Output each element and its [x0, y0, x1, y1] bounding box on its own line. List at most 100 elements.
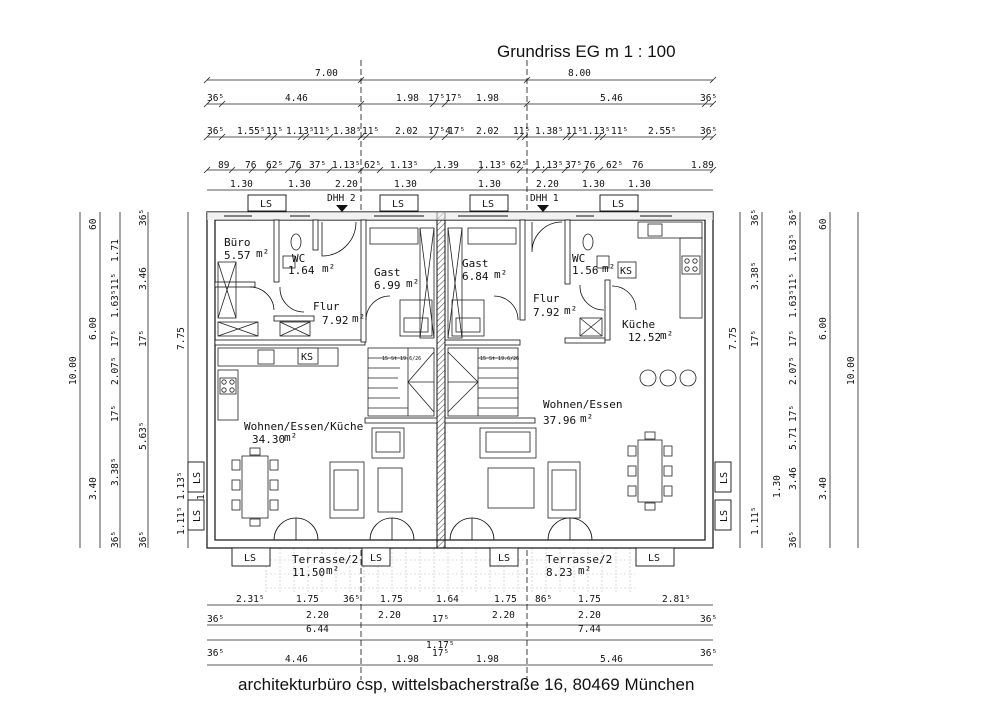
- dim-row2-1: 4.46: [285, 93, 308, 104]
- dim-row3-2: 11⁵: [266, 126, 283, 137]
- armchair: [547, 461, 581, 519]
- dimension-tick: [599, 133, 607, 141]
- dim-row4-14: 62⁵: [606, 160, 623, 171]
- entrance-dhh2: DHH 2: [327, 193, 356, 204]
- dimension-tick: [429, 166, 437, 174]
- dim-row3-1: 1.55⁵: [237, 126, 266, 137]
- dim-open-3: 1.30: [394, 179, 417, 190]
- room-unit: m²: [494, 268, 507, 281]
- dim-row4-5: 1.13⁵: [332, 160, 361, 171]
- dim-b4-extra: 1.17⁵: [426, 640, 455, 651]
- dim-row4-3: 76: [290, 160, 302, 171]
- dimension-tick: [218, 100, 226, 108]
- sofa: [479, 427, 537, 459]
- dim-top-row1-1: 8.00: [568, 68, 591, 79]
- dim-left-inner-0: 3.46: [138, 267, 149, 290]
- dim-left-detail-4: 17⁵: [110, 330, 121, 347]
- dim-left-mid-1: 3.40: [88, 477, 99, 500]
- dim-left-window-1: 7.75: [176, 327, 187, 350]
- room-area: 7.92: [322, 314, 349, 327]
- dimension-tick: [541, 166, 549, 174]
- dim-open-2: 2.20: [335, 179, 358, 190]
- room-area: 34.30: [252, 433, 285, 446]
- dim-b1-2: 36⁵: [343, 594, 360, 605]
- fixture-labels: KS KS 15 St 19.6/26 15 St 19.6/26: [297, 261, 637, 365]
- room-name: WC: [292, 252, 305, 265]
- dim-row4-13: 76: [584, 160, 596, 171]
- dim-row3-7: 2.02: [395, 126, 418, 137]
- dim-b4-0: 36⁵: [207, 648, 224, 659]
- dim-b2-6: 36⁵: [700, 614, 717, 625]
- room-unit: m²: [660, 329, 673, 342]
- dim-row4-11: 1.13⁵: [535, 160, 564, 171]
- dimension-tick: [203, 100, 211, 108]
- dimension-tick: [326, 166, 334, 174]
- ks-label: KS: [620, 266, 632, 277]
- dim-b2-2: 2.20: [378, 610, 401, 621]
- ls-label: LS: [498, 553, 510, 564]
- dim-row4-4: 37⁵: [309, 160, 326, 171]
- entrance-dhh1: DHH 1: [530, 193, 559, 204]
- room-name: WC: [572, 252, 585, 265]
- terrace-area: [265, 548, 635, 594]
- dim-row4-15: 76: [632, 160, 644, 171]
- dim-right-detail-1: 3.38⁵: [750, 261, 761, 290]
- dimension-tick: [701, 133, 709, 141]
- dim-row4-7: 1.13⁵: [390, 160, 419, 171]
- stair-treads-right: [447, 348, 518, 416]
- room-area: 1.56: [572, 264, 599, 277]
- dim-open-4: 1.30: [478, 179, 501, 190]
- ls-label: LS: [482, 199, 494, 210]
- dimension-tick: [516, 166, 524, 174]
- dimension-tick: [523, 100, 531, 108]
- dim-left-detail-2: 11⁵: [110, 273, 121, 290]
- dim-right-window-0: 7.75: [728, 327, 739, 350]
- room-unit: m²: [326, 564, 339, 577]
- axis-lines: [360, 60, 528, 680]
- dim-open-5: 2.20: [536, 179, 559, 190]
- dim-row3-4: 11⁵: [313, 126, 330, 137]
- dimension-tick: [297, 133, 305, 141]
- dim-right-inner-5: 2.07⁵: [788, 356, 799, 385]
- dim-b2-4: 2.20: [492, 610, 515, 621]
- dim-b1-6: 86⁵: [535, 594, 552, 605]
- dimension-tick: [357, 100, 365, 108]
- dim-row2-0: 36⁵: [207, 93, 224, 104]
- room-unit: m²: [578, 564, 591, 577]
- dim-right-detail-3: 1.30: [772, 475, 783, 498]
- ls-label: LS: [260, 199, 272, 210]
- dimension-tick: [429, 133, 437, 141]
- dim-open-0: 1.30: [230, 179, 253, 190]
- dim-left-detail-9: 1.11⁵: [176, 506, 187, 535]
- dim-row3-3: 1.13⁵: [286, 126, 315, 137]
- dim-right-inner-3: 1.63⁵: [788, 289, 799, 318]
- dim-b1-4: 1.64: [436, 594, 459, 605]
- dim-right-inner-2: 11⁵: [788, 273, 799, 290]
- stove-icon: [681, 255, 701, 275]
- dim-left-detail-7: 3.38⁵: [110, 457, 121, 486]
- ls-label: LS: [392, 199, 404, 210]
- dim-row3-16: 2.55⁵: [648, 126, 677, 137]
- room-area: 8.23: [546, 566, 573, 579]
- dim-b1-1: 1.75: [296, 594, 319, 605]
- room-unit: m²: [322, 262, 335, 275]
- dimension-tick: [218, 133, 226, 141]
- ls-label: LS: [192, 510, 203, 522]
- stair-label: 15 St 19.6/26: [382, 356, 421, 362]
- room-labels: Büro 5.57 m² WC 1.64 m² Gast 6.99 m² Flu…: [224, 236, 673, 579]
- dim-b1-5: 1.75: [494, 594, 517, 605]
- dim-right-inner-1: 1.63⁵: [788, 233, 799, 262]
- armchair: [371, 427, 405, 459]
- dimension-tick: [264, 133, 272, 141]
- dim-row3-8: 17⁵4: [428, 126, 451, 137]
- dim-row4-8: 1.39: [436, 160, 459, 171]
- ls-label: LS: [648, 553, 660, 564]
- dimension-lines: [79, 79, 859, 666]
- toilet-icon: [582, 233, 594, 251]
- dim-b2-0: 36⁵: [207, 614, 224, 625]
- dimension-tick: [581, 166, 589, 174]
- ls-labels: LS LS LS LS LS LS LS LS LS LS LS LS: [192, 199, 730, 564]
- dim-right-outer-0: 10.00: [846, 356, 857, 385]
- room-area: 37.96: [543, 414, 576, 427]
- dim-b4-4: 1.98: [476, 654, 499, 665]
